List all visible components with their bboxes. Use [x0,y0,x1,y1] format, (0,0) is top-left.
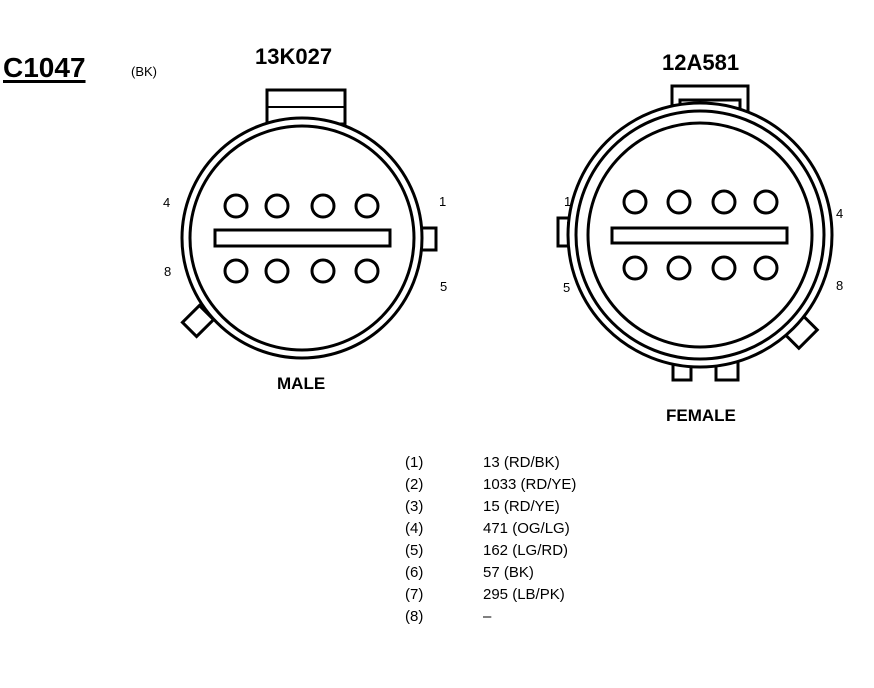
circuit-row: (4) 471 (OG/LG) [405,518,576,540]
pin-socket [622,255,648,281]
female-pin-label-top-right: 4 [836,206,843,221]
circuit-wire: 471 (OG/LG) [483,520,570,537]
male-part-number: 13K027 [255,44,333,69]
female-label: FEMALE [666,406,736,425]
circuit-pin: (3) [405,498,424,515]
male-connector-face [180,88,438,360]
circuit-row: (7) 295 (LB/PK) [405,584,576,606]
female-pin-label-top-left: 1 [564,194,571,209]
connector-color: (BK) [131,64,157,79]
circuit-row: (8) – [405,606,576,628]
female-outer-ring [566,101,834,369]
pin-socket [264,193,290,219]
pin-socket [711,255,737,281]
female-top-key-outline [670,84,750,118]
circuit-row: (3) 15 (RD/YE) [405,496,576,518]
female-center-bar [610,226,789,245]
female-inner-ring [586,121,814,349]
male-pin-row-top [223,193,380,219]
female-part-number: 12A581 [662,50,740,75]
circuit-pin: (8) [405,608,424,625]
pin-socket [753,255,779,281]
circuit-wire: 295 (LB/PK) [483,586,565,603]
circuit-table: (1) 13 (RD/BK) (2) 1033 (RD/YE) (3) 15 (RD/YE… [405,452,576,628]
circuit-row: (5) 162 (LG/RD) [405,540,576,562]
circuit-pin: (7) [405,586,424,603]
female-pin-row-top [622,189,779,215]
male-pin-row-bottom [223,258,380,284]
female-connector-face [556,84,834,382]
circuit-wire: 13 (RD/BK) [483,454,560,471]
circuit-wire: 1033 (RD/YE) [483,476,577,493]
male-outer-ring [180,116,424,360]
male-label: MALE [277,374,326,393]
circuit-row: (2) 1033 (RD/YE) [405,474,576,496]
pin-socket [711,189,737,215]
female-pin-row-bottom [622,255,779,281]
pin-socket [354,258,380,284]
circuit-pin: (2) [405,476,424,493]
connector-id: C1047 [3,52,86,83]
pin-socket [666,255,692,281]
pin-socket [354,193,380,219]
pin-socket [310,193,336,219]
circuit-pin: (1) [405,454,424,471]
circuit-wire: 162 (LG/RD) [483,542,569,559]
pin-socket [264,258,290,284]
pin-socket [310,258,336,284]
pin-socket [622,189,648,215]
circuit-pin: (6) [405,564,424,581]
male-pin-label-bottom-right: 5 [440,279,447,294]
circuit-row: (1) 13 (RD/BK) [405,452,576,474]
circuit-wire: – [483,608,492,625]
circuit-pin: (4) [405,520,424,537]
male-pin-label-bottom-left: 8 [164,264,171,279]
male-pin-label-top-right: 1 [439,194,446,209]
pin-socket [223,193,249,219]
circuit-wire: 15 (RD/YE) [483,498,560,515]
circuit-row: (6) 57 (BK) [405,562,576,584]
female-middle-ring [574,109,826,361]
pin-socket [223,258,249,284]
pin-socket [666,189,692,215]
male-pin-label-top-left: 4 [163,195,170,210]
male-inner-ring [188,124,416,352]
female-pin-label-bottom-right: 8 [836,278,843,293]
pin-socket [753,189,779,215]
male-center-bar [213,228,392,248]
circuit-wire: 57 (BK) [483,564,534,581]
circuit-pin: (5) [405,542,424,559]
female-pin-label-bottom-left: 5 [563,280,570,295]
